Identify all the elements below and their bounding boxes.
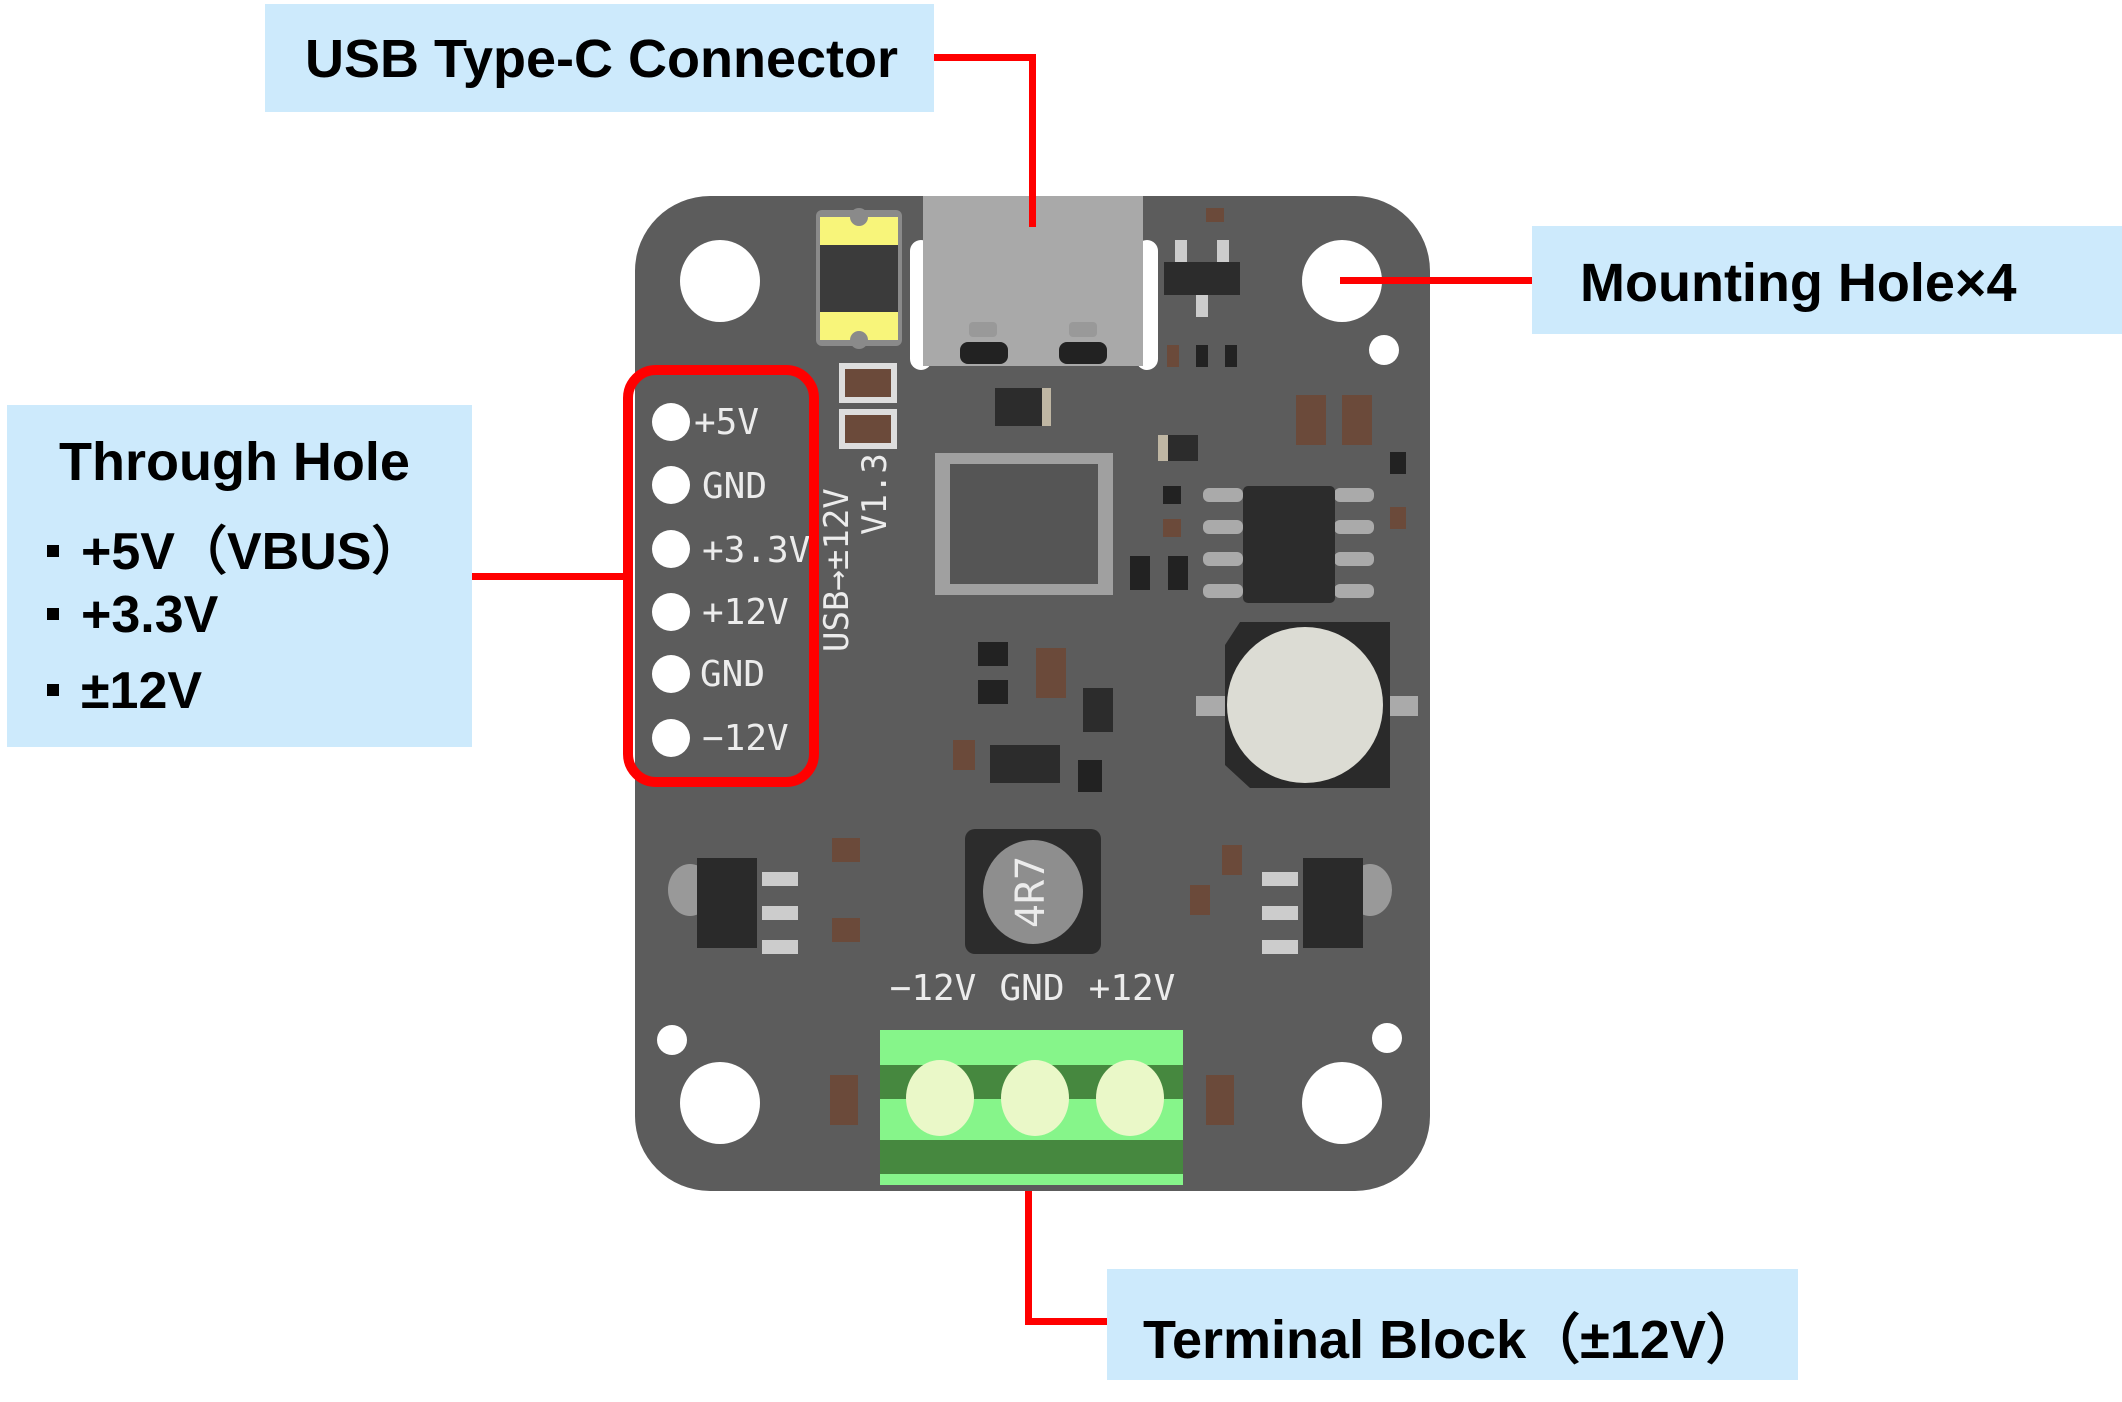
pin-label: −12V (702, 718, 789, 759)
fuse-component (816, 208, 902, 349)
bullet-icon (47, 684, 59, 697)
through-hole-header: +5V GND +3.3V +12V GND −12V (652, 402, 810, 759)
inductor-marking: 4R7 (1008, 856, 1054, 928)
regulator-cluster (953, 642, 1113, 792)
buzzer (1196, 622, 1418, 788)
usb-connector-label: USB Type-C Connector (305, 29, 899, 89)
bullet-icon (47, 608, 59, 621)
terminal-screw (1096, 1060, 1164, 1136)
small-hole (1372, 1023, 1402, 1053)
through-hole-item: +3.3V (47, 585, 218, 645)
mounting-hole (680, 240, 760, 322)
mounting-hole-label: Mounting Hole×4 (1580, 253, 2017, 313)
small-hole (657, 1025, 687, 1055)
bullet-icon (47, 545, 59, 558)
inductor-4r7: 4R7 (965, 829, 1101, 954)
pin-label: GND (702, 466, 767, 507)
board-title-silkscreen: USB→±12V (817, 488, 857, 652)
usb-leader-vertical (1029, 54, 1036, 227)
through-hole-callout: Through Hole +5V（VBUS） +3.3V ±12V (7, 405, 472, 747)
transistor-top-right (1164, 208, 1240, 317)
through-hole-item: ±12V (47, 661, 202, 721)
through-hole-pin (652, 403, 690, 441)
terminal-screw (906, 1060, 974, 1136)
pin-label: +12V (702, 592, 789, 633)
through-hole-pin (652, 593, 690, 631)
power-inductor (935, 453, 1113, 595)
mounting-leader (1340, 277, 1532, 284)
mounting-hole (680, 1062, 760, 1144)
pin-label: +3.3V (702, 530, 810, 571)
mounting-hole-callout: Mounting Hole×4 (1532, 226, 2122, 334)
mounting-hole (1302, 1062, 1382, 1144)
through-hole-pin (652, 655, 690, 693)
terminal-block: −12V GND +12V (830, 968, 1234, 1185)
through-hole-highlight (623, 365, 819, 787)
regulator-left (668, 838, 860, 954)
small-hole (1369, 335, 1399, 365)
terminal-leader-horizontal (1025, 1318, 1107, 1325)
pin-label: +5V (694, 402, 759, 443)
through-hole-pin (652, 719, 690, 757)
usb-connector-callout: USB Type-C Connector (265, 4, 934, 112)
through-hole-item: +5V（VBUS） (47, 509, 423, 584)
through-hole-title: Through Hole (59, 432, 410, 492)
through-hole-leader (472, 573, 628, 580)
regulator-right (1190, 845, 1392, 954)
ic-soic8 (1203, 486, 1374, 603)
terminal-block-callout: Terminal Block（±12V） (1107, 1269, 1798, 1380)
pcb-outline (635, 196, 1430, 1191)
terminal-label: GND (999, 968, 1064, 1009)
terminal-label: −12V (890, 968, 977, 1009)
through-hole-pin (652, 530, 690, 568)
terminal-leader-vertical (1025, 1191, 1032, 1325)
terminal-label: +12V (1089, 968, 1176, 1009)
usb-type-c-connector (910, 196, 1158, 370)
terminal-block-label: Terminal Block（±12V） (1143, 1310, 1760, 1370)
mounting-holes (657, 240, 1402, 1144)
board-version-silkscreen: V1.3 (855, 453, 895, 535)
through-hole-pin (652, 466, 690, 504)
usb-leader-horizontal (934, 54, 1036, 61)
terminal-screw (1001, 1060, 1069, 1136)
passive-components (839, 345, 1406, 590)
pin-label: GND (700, 654, 765, 695)
